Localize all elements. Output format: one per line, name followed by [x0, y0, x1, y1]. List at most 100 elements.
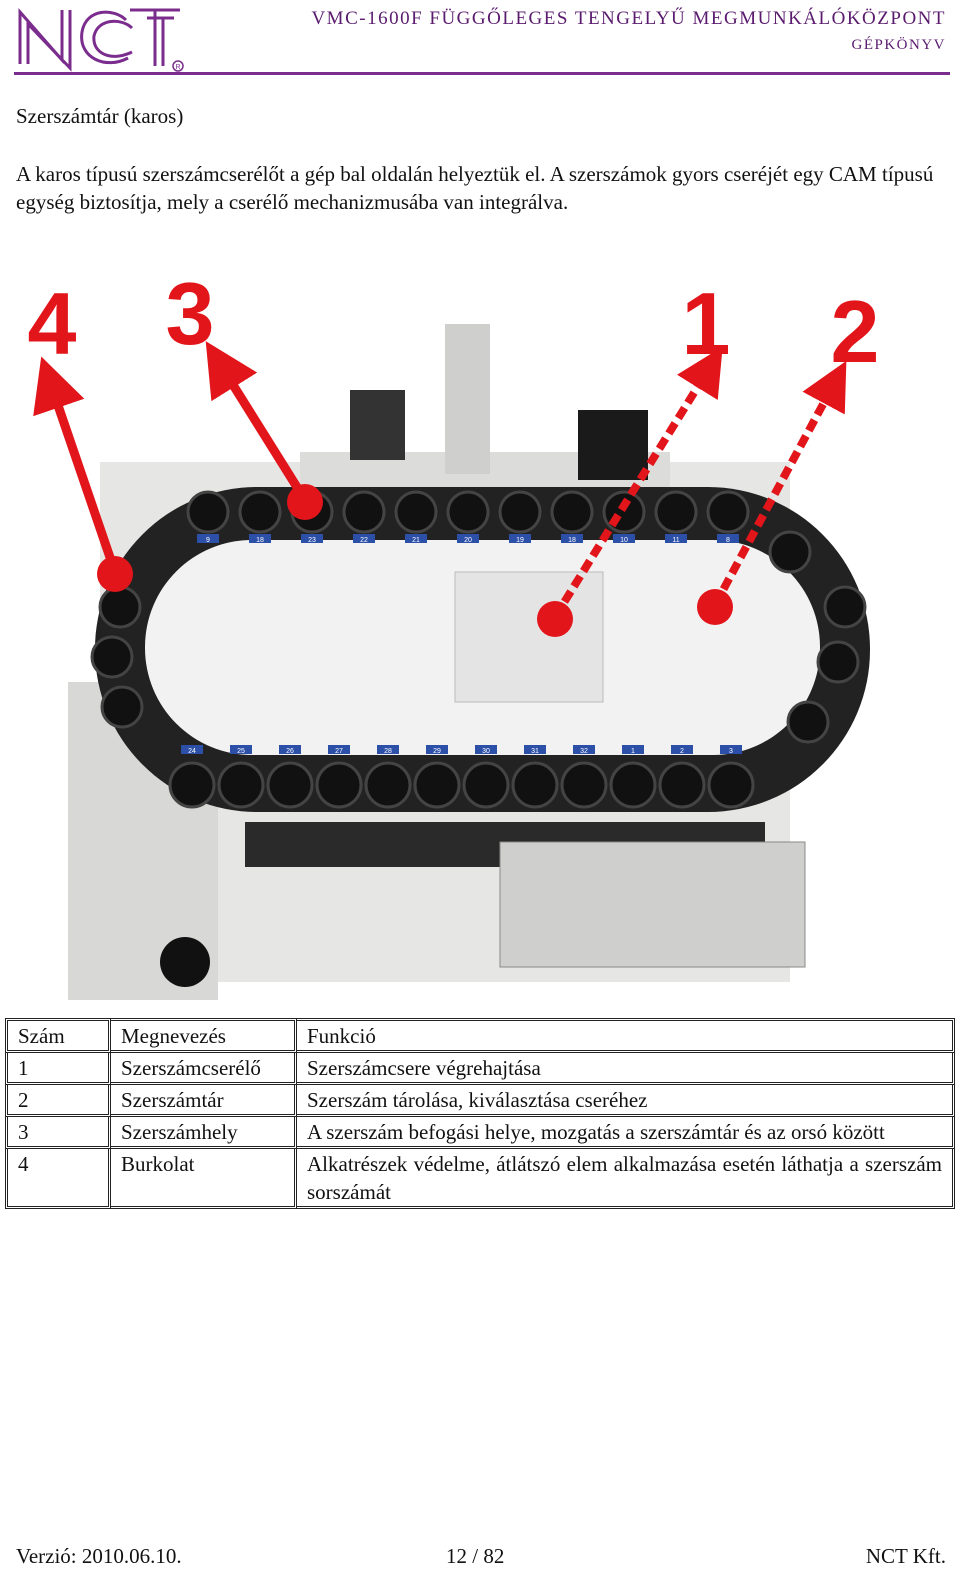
table-header-cell: Megnevezés: [111, 1018, 297, 1053]
table-cell-func: Szerszám tárolása, kiválasztása cseréhez: [297, 1085, 955, 1117]
pocket-label: 30: [482, 748, 490, 755]
pocket-tag: [426, 745, 448, 754]
pocket-label: 32: [580, 748, 588, 755]
pocket-tag: [622, 745, 644, 754]
motor-right: [578, 410, 648, 480]
callout-4: 4: [28, 274, 77, 373]
pocket-label: 19: [516, 537, 524, 544]
tool-pocket: [550, 490, 594, 534]
table-cell-name: Szerszámtár: [111, 1085, 297, 1117]
pocket-tag: [197, 534, 219, 543]
pocket-label: 2: [680, 748, 684, 755]
page-header: R VMC-1600F FÜGGŐLEGES TENGELYŰ MEGMUNKÁ…: [0, 0, 960, 80]
pocket-tag: [613, 534, 635, 543]
cylinder: [445, 324, 490, 474]
pocket-label: 31: [531, 748, 539, 755]
tool-pocket: [602, 490, 646, 534]
pocket-label: 27: [335, 748, 343, 755]
tool-pocket: [98, 585, 142, 629]
table-cell-func: Szerszámcsere végrehajtása: [297, 1053, 955, 1085]
tool-pocket: [394, 490, 438, 534]
table-header-row: Szám Megnevezés Funkció: [5, 1018, 955, 1053]
tool-pocket: [342, 490, 386, 534]
pocket-tag: [230, 745, 252, 754]
table-header-cell: Funkció: [297, 1018, 955, 1053]
tool-pocket: [238, 490, 282, 534]
tool-pocket: [560, 761, 608, 809]
table-row: 3 Szerszámhely A szerszám befogási helye…: [5, 1117, 955, 1149]
pocket-label: 26: [286, 748, 294, 755]
pocket-tag: [279, 745, 301, 754]
tool-pocket: [462, 761, 510, 809]
tool-pocket: [217, 761, 265, 809]
pocket-label: 28: [384, 748, 392, 755]
tool-pocket: [511, 761, 559, 809]
pocket-label: 1: [631, 748, 635, 755]
table-header-cell: Szám: [5, 1018, 111, 1053]
pocket-tag: [509, 534, 531, 543]
document-title-line2: GÉPKÖNYV: [851, 37, 946, 53]
pocket-label: 25: [237, 748, 245, 755]
pocket-label: 9: [206, 537, 210, 544]
pocket-tag: [561, 534, 583, 543]
table-cell-name: Szerszámcserélő: [111, 1053, 297, 1085]
table-row: 4 Burkolat Alkatrészek védelme, átlátszó…: [5, 1149, 955, 1209]
pocket-label: 22: [360, 537, 368, 544]
parts-table: Szám Megnevezés Funkció 1 Szerszámcserél…: [5, 1018, 955, 1209]
intro-paragraph: A karos típusú szerszámcserélőt a gép ba…: [16, 162, 934, 214]
pocket-tag: [301, 534, 323, 543]
pocket-label: 21: [412, 537, 420, 544]
footer-version: Verzió: 2010.06.10.: [16, 1544, 182, 1568]
page-footer: Verzió: 2010.06.10. 12 / 82 NCT Kft.: [16, 1544, 946, 1574]
tool-pocket: [90, 635, 134, 679]
pocket-tag: [249, 534, 271, 543]
table-cell-func: Alkatrészek védelme, átlátszó elem alkal…: [297, 1149, 955, 1209]
tool-pocket: [609, 761, 657, 809]
pocket-tag: [377, 745, 399, 754]
pocket-tag: [717, 534, 739, 543]
pocket-tag: [671, 745, 693, 754]
document-title-line1: VMC-1600F FÜGGŐLEGES TENGELYŰ MEGMUNKÁLÓ…: [311, 8, 946, 29]
tool-pocket: [786, 700, 830, 744]
table-cell-num: 2: [5, 1085, 111, 1117]
pocket-tag: [720, 745, 742, 754]
pocket-tag: [457, 534, 479, 543]
footer-company: NCT Kft.: [865, 1544, 946, 1568]
nct-logo: R: [18, 8, 184, 72]
tool-pocket: [446, 490, 490, 534]
pocket-label: 11: [672, 537, 679, 544]
tool-pocket: [315, 761, 363, 809]
pocket-label: 18: [568, 537, 576, 544]
section-title: Szerszámtár (karos): [16, 104, 184, 128]
callout-1: 1: [682, 274, 731, 373]
pocket-tag: [405, 534, 427, 543]
tool-pocket: [168, 761, 216, 809]
pocket-tag: [475, 745, 497, 754]
tool-pocket: [706, 490, 750, 534]
pocket-tag: [573, 745, 595, 754]
table-cell-name: Burkolat: [111, 1149, 297, 1209]
pocket-label: 3: [729, 748, 733, 755]
tool-pocket: [364, 761, 412, 809]
svg-text:R: R: [175, 64, 180, 71]
table-cell-num: 1: [5, 1053, 111, 1085]
callout-3: 3: [166, 264, 215, 363]
motor-left: [350, 390, 405, 460]
pocket-tag: [181, 745, 203, 754]
tool-pocket: [654, 490, 698, 534]
tool-pocket: [100, 685, 144, 729]
tool-pocket: [707, 761, 755, 809]
pocket-tag: [524, 745, 546, 754]
pocket-label: 18: [256, 537, 264, 544]
callouts: 4 3 1 2: [28, 264, 879, 637]
tool-pocket: [658, 761, 706, 809]
pocket-label: 23: [308, 537, 316, 544]
pocket-tag: [353, 534, 375, 543]
tool-pocket: [266, 761, 314, 809]
tool-pocket: [816, 640, 860, 684]
pocket-tag: [328, 745, 350, 754]
pocket-tag: [665, 534, 687, 543]
tool-pocket: [768, 530, 812, 574]
pocket-label: 24: [188, 748, 196, 755]
